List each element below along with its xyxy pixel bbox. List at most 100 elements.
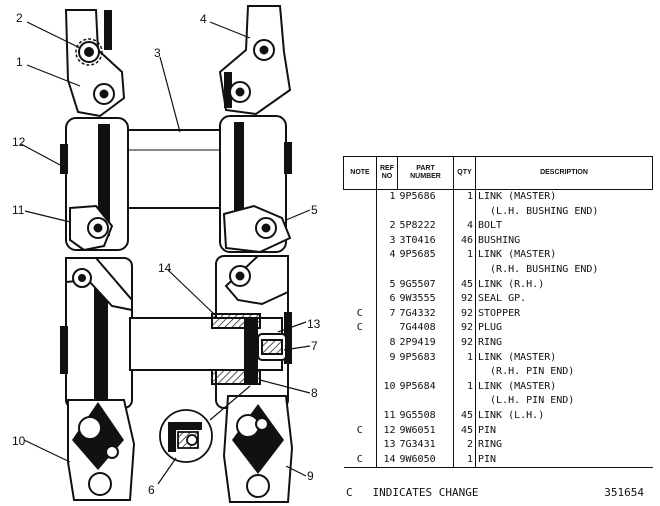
parts-cell-qty: 92 (453, 306, 476, 322)
parts-cell-ref: 13 (383, 439, 396, 451)
header-note: NOTE (343, 156, 377, 190)
callout-3: 3 (154, 46, 161, 60)
parts-cell-ref (377, 205, 398, 220)
parts-cell-ref: 5 (389, 278, 396, 290)
parts-cell-note (343, 277, 377, 293)
parts-cell-note (343, 350, 377, 366)
parts-cell-ref: 11 (383, 409, 396, 421)
callout-7: 7 (311, 339, 318, 353)
parts-cell-qty (453, 365, 476, 380)
parts-cell-part: 9P5686 (397, 189, 454, 205)
parts-cell-note (343, 189, 377, 205)
parts-cell-note (343, 438, 377, 453)
parts-row: (L.H. PIN END) (343, 394, 653, 409)
seal-group-detail (159, 409, 213, 463)
parts-cell-qty: 1 (453, 189, 476, 205)
callout-5: 5 (311, 203, 318, 217)
parts-cell-qty: 92 (453, 292, 476, 307)
parts-row: (R.H. PIN END) (343, 365, 653, 380)
parts-cell-qty: 92 (453, 335, 476, 351)
parts-row: (R.H. BUSHING END) (343, 262, 653, 278)
parts-cell-ref: 9 (389, 351, 396, 363)
parts-cell-qty: 46 (453, 233, 476, 249)
parts-cell-part: 2P9419 (397, 335, 454, 351)
parts-cell-part: 7G4332 (397, 306, 454, 322)
parts-cell-note (343, 379, 377, 395)
callout-2: 2 (16, 11, 23, 25)
right-link-bushing-section (219, 115, 292, 254)
right-master-link-bushing-end (218, 5, 292, 116)
callout-14: 14 (158, 261, 172, 275)
parts-cell-part: 9W6051 (397, 423, 454, 439)
parts-cell-desc: (R.H. PIN END) (478, 366, 575, 378)
right-master-link-pin-end (222, 395, 294, 503)
left-link-bushing-section (60, 117, 129, 252)
parts-cell-note (343, 365, 377, 380)
callout-1: 1 (16, 55, 23, 69)
parts-cell-desc: LINK (MASTER) (478, 191, 557, 202)
parts-cell-desc: (L.H. BUSHING END) (478, 205, 599, 217)
parts-cell-ref (377, 263, 398, 278)
parts-cell-note (343, 262, 377, 278)
callout-11: 11 (12, 203, 25, 217)
parts-cell-part: 9P5683 (397, 350, 454, 366)
callout-13: 13 (307, 317, 321, 331)
parts-cell-part: 7G3431 (397, 438, 454, 453)
parts-cell-note: C (343, 423, 377, 439)
parts-cell-qty: 1 (453, 379, 476, 395)
parts-cell-desc: PIN (478, 424, 497, 436)
parts-cell-part: 5P8222 (397, 219, 454, 234)
header-part-line1: PART (416, 165, 435, 172)
left-master-link-bushing-end (64, 9, 126, 118)
callout-4: 4 (200, 12, 207, 26)
parts-cell-ref: 8 (389, 336, 396, 348)
parts-cell-desc: LINK (MASTER) (478, 351, 557, 363)
parts-cell-ref: 14 (376, 452, 398, 469)
parts-row: (L.H. BUSHING END) (343, 204, 653, 220)
header-qty: QTY (453, 156, 476, 190)
parts-cell-note (343, 219, 377, 234)
parts-cell-desc: PIN (475, 452, 653, 469)
parts-cell-part: 7G4408 (397, 321, 454, 336)
parts-cell-desc: STOPPER (478, 307, 521, 319)
parts-cell-desc: RING (478, 439, 503, 451)
parts-cell-note: C (343, 306, 377, 322)
parts-cell-ref: 7 (389, 307, 396, 319)
header-ref-line2: NO (381, 173, 393, 180)
parts-cell-ref (377, 365, 398, 380)
parts-cell-part: 9G5507 (397, 277, 454, 293)
parts-cell-note (343, 204, 377, 220)
parts-cell-note (343, 292, 377, 307)
parts-cell-part: 9G5508 (397, 408, 454, 424)
parts-cell-qty: 1 (453, 350, 476, 366)
parts-cell-part: 3T0416 (397, 233, 454, 249)
parts-cell-note (343, 248, 377, 263)
parts-cell-desc: BOLT (478, 220, 503, 232)
parts-cell-desc: LINK (L.H.) (478, 409, 545, 421)
parts-cell-qty: 45 (453, 408, 476, 424)
parts-cell-part: 9P5685 (397, 248, 454, 263)
left-master-link-pin-end (67, 399, 136, 501)
parts-cell-note (343, 335, 377, 351)
parts-cell-qty: 1 (453, 452, 476, 469)
parts-cell-ref: 4 (389, 249, 396, 261)
bushing (125, 129, 223, 209)
parts-cell-ref: 1 (389, 191, 396, 202)
parts-cell-part (397, 204, 454, 220)
parts-cell-qty: 45 (453, 423, 476, 439)
parts-cell-ref: 6 (389, 293, 396, 305)
parts-cell-ref: 2 (389, 220, 396, 232)
parts-cell-ref (377, 321, 398, 336)
change-indicator-note: C INDICATES CHANGE (346, 486, 479, 499)
parts-cell-qty: 4 (453, 219, 476, 234)
